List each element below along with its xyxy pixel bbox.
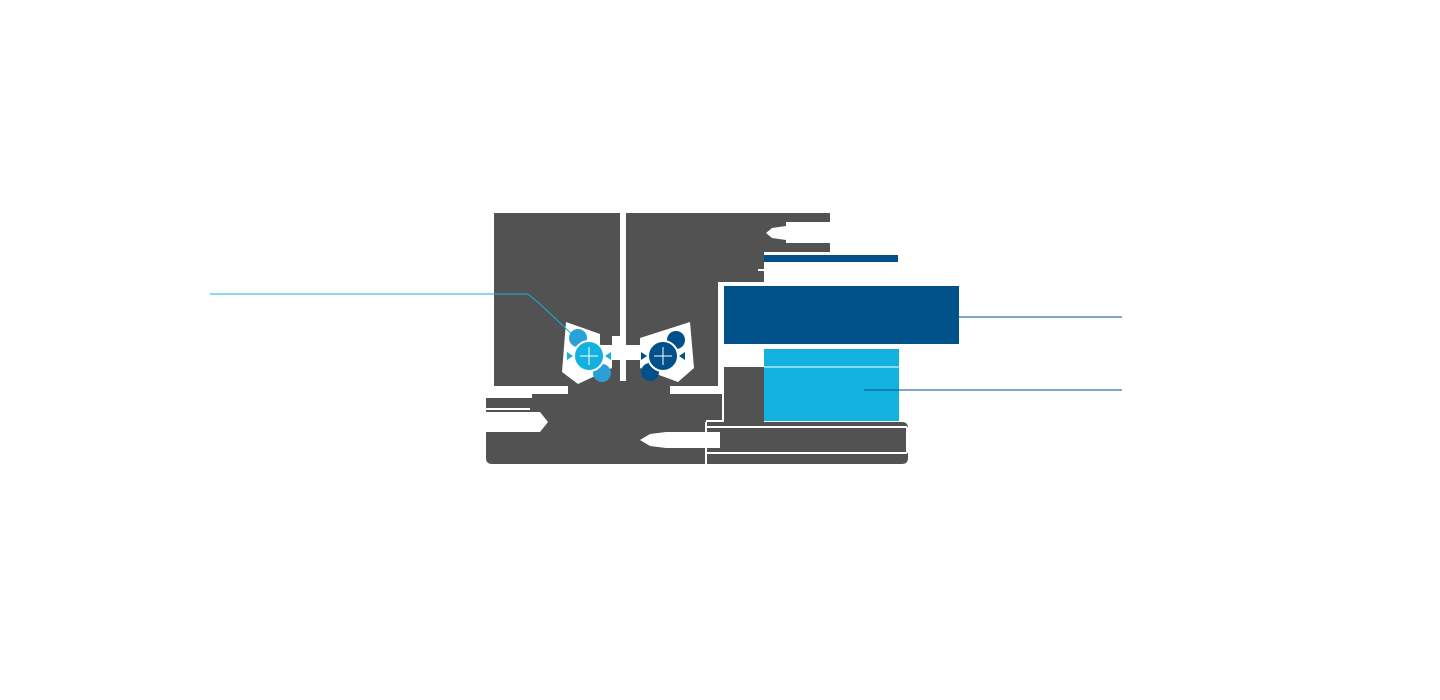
right-bearing-clip-left <box>641 352 647 360</box>
left-bearing-clip-right <box>605 352 611 360</box>
dark-blue-component <box>724 255 959 344</box>
bolt-top-right <box>766 226 830 240</box>
left-bearing <box>567 329 611 382</box>
left-bearing-clip-left <box>567 352 573 360</box>
light-blue-main-block <box>764 349 899 421</box>
bolt-bottom-center <box>640 432 720 448</box>
callout-left-leader <box>210 293 577 339</box>
fasteners <box>486 226 830 448</box>
right-bearing <box>641 331 685 381</box>
housing-lower-right-step <box>724 367 764 423</box>
bolt-bottom-left <box>486 412 548 432</box>
dark-blue-top-bar <box>764 255 898 262</box>
right-bearing-clip-right <box>679 352 685 360</box>
light-blue-component <box>764 349 899 421</box>
dark-blue-main-block <box>724 286 959 344</box>
callouts <box>210 293 1122 391</box>
housing-bottom-right-plate <box>706 422 908 464</box>
